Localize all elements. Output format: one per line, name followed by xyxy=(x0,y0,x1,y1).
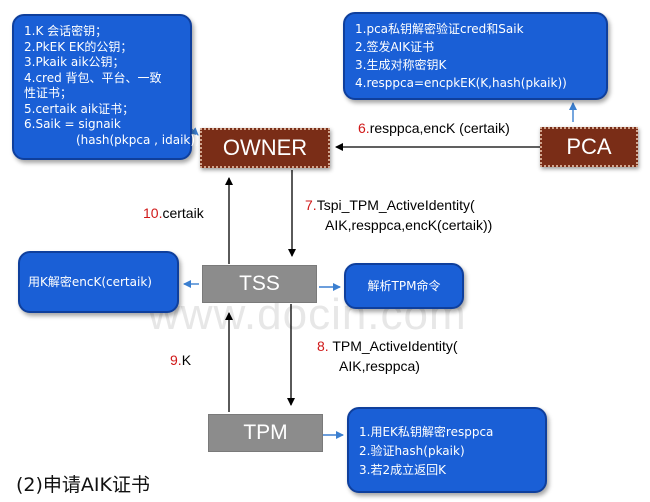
tss-parse-box: 解析TPM命令 xyxy=(344,263,464,309)
pca-info-line: 2.签发AIK证书 xyxy=(355,40,435,54)
pca-node: PCA xyxy=(540,127,638,167)
owner-info-line: 性证书； xyxy=(24,86,73,100)
edge-label-10: 10.certaik xyxy=(143,205,204,221)
pca-info-line: 4.resppca=encpkEK(K,hash(pkaik)) xyxy=(355,76,567,90)
pca-info-line: 3.生成对称密钥K xyxy=(355,58,447,72)
edge-label-9: 9.K xyxy=(170,352,191,368)
edge-step-number: 7. xyxy=(305,197,317,213)
tpm-info-box: 1.用EK私钥解密resppca 2.验证hash(pkaik) 3.若2成立返… xyxy=(347,407,547,493)
owner-info-line: 4.cred 背包、平台、一致 xyxy=(24,70,162,85)
tpm-info-line: 3.若2成立返回K xyxy=(359,463,446,477)
edge-text: AIK,resppca) xyxy=(339,358,420,374)
tpm-info-line: 2.验证hash(pkaik) xyxy=(359,444,465,458)
owner-info-line: (hash(pkpca , idaik)) xyxy=(76,132,200,147)
pca-info-box: 1.pca私钥解密验证cred和Saik 2.签发AIK证书 3.生成对称密钥K… xyxy=(343,12,608,100)
owner-info-box: 1.K 会话密钥； 2.PkEK EK的公钥； 3.Pkaik aik公钥； 4… xyxy=(12,14,200,160)
tpm-node: TPM xyxy=(208,414,323,452)
pca-info-line: 1.pca私钥解密验证cred和Saik xyxy=(355,22,524,36)
owner-info-line: 3.Pkaik aik公钥； xyxy=(24,55,125,69)
owner-node: OWNER xyxy=(200,128,330,168)
owner-info-line: 6.Saik = signaik xyxy=(24,117,121,131)
edge-label-8: 8. TPM_ActiveIdentity( AIK,resppca) xyxy=(317,336,458,376)
edge-text: TPM_ActiveIdentity( xyxy=(328,338,458,354)
edge-text: AIK,resppca,encK(certaik)) xyxy=(325,217,493,233)
tpm-info-line: 1.用EK私钥解密resppca xyxy=(359,425,494,439)
edge-step-number: 6. xyxy=(358,120,370,136)
owner-info-line: 5.certaik aik证书； xyxy=(24,101,135,116)
edge-text: Tspi_TPM_ActiveIdentity( xyxy=(316,197,475,213)
edge-step-number: 10. xyxy=(143,205,163,221)
edge-label-7: 7.Tspi_TPM_ActiveIdentity( AIK,resppca,e… xyxy=(305,195,492,235)
edge-step-number: 8. xyxy=(317,338,329,354)
edge-text: K xyxy=(181,352,192,368)
tss-decrypt-box: 用K解密encK(certaik) xyxy=(18,251,179,313)
edge-text: resppca,encK (certaik) xyxy=(369,120,510,136)
figure-caption: (2)申请AIK证书 xyxy=(16,474,150,496)
owner-info-line: 1.K 会话密钥； xyxy=(24,24,108,38)
tss-decrypt-text: 用K解密encK(certaik) xyxy=(28,274,152,289)
owner-info-line: 2.PkEK EK的公钥； xyxy=(24,39,133,54)
tss-parse-text: 解析TPM命令 xyxy=(367,278,441,293)
edge-text: certaik xyxy=(162,205,204,221)
tss-node: TSS xyxy=(202,265,317,303)
edge-label-6: 6.resppca,encK (certaik) xyxy=(358,120,510,136)
edge-step-number: 9. xyxy=(170,352,182,368)
